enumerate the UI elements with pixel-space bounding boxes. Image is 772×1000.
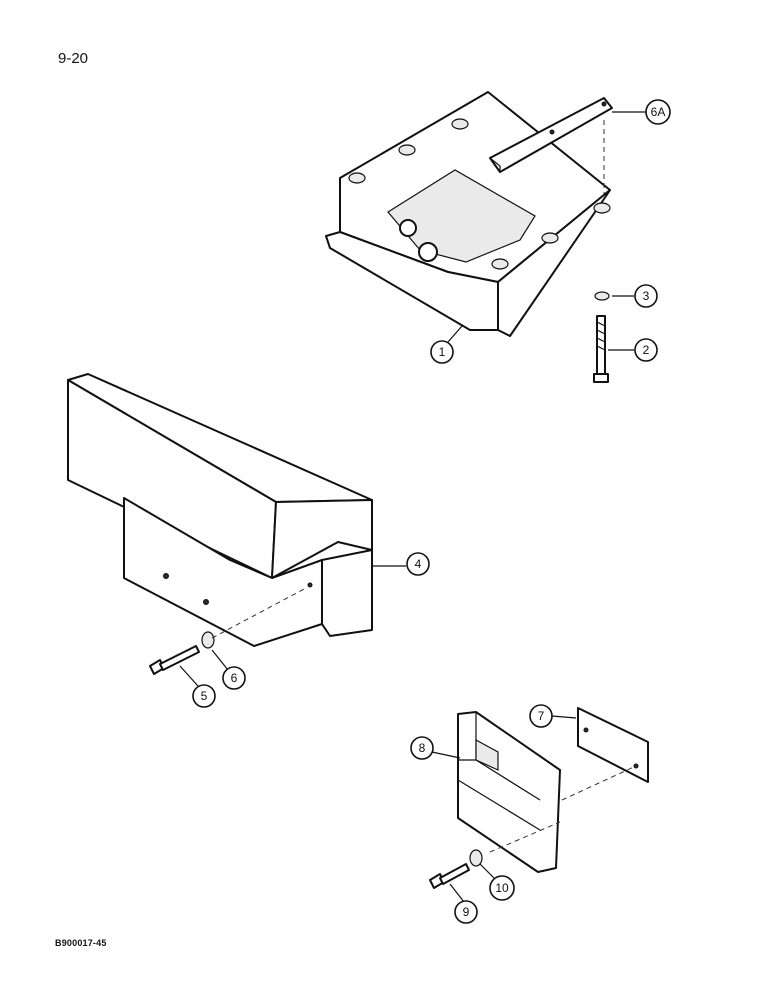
svg-text:9: 9 <box>463 905 470 919</box>
callout-9: 9 <box>454 900 478 924</box>
svg-text:6A: 6A <box>651 105 666 119</box>
counterweight-front-part <box>325 91 611 337</box>
callout-10: 10 <box>489 875 515 901</box>
svg-text:7: 7 <box>538 709 545 723</box>
svg-text:8: 8 <box>419 741 426 755</box>
callout-7: 7 <box>529 704 553 728</box>
svg-text:4: 4 <box>415 557 422 571</box>
side-bolt-part <box>149 645 200 675</box>
svg-text:5: 5 <box>201 689 208 703</box>
small-plate-part <box>577 707 649 783</box>
svg-text:10: 10 <box>495 881 509 895</box>
svg-text:3: 3 <box>643 289 650 303</box>
washer-part <box>594 291 610 301</box>
callout-4: 4 <box>406 552 430 576</box>
lower-bolt-part <box>429 863 470 889</box>
callout-5: 5 <box>192 684 216 708</box>
callout-2: 2 <box>634 338 658 362</box>
callout-6a: 6A <box>645 99 671 125</box>
svg-text:2: 2 <box>643 343 650 357</box>
strap-bar-part <box>489 97 613 173</box>
callout-8: 8 <box>410 736 434 760</box>
side-washer-part <box>201 631 215 649</box>
svg-text:1: 1 <box>439 345 446 359</box>
long-bolt-part <box>593 315 609 383</box>
counterweight-side-part <box>67 373 373 647</box>
page-number: 9-20 <box>58 50 89 67</box>
lower-washer-part <box>469 849 483 867</box>
callout-1: 1 <box>430 340 454 364</box>
document-code: B900017-45 <box>55 938 107 948</box>
callout-3: 3 <box>634 284 658 308</box>
callout-6: 6 <box>222 666 246 690</box>
slotted-weight-part <box>457 711 561 873</box>
svg-text:6: 6 <box>231 671 238 685</box>
